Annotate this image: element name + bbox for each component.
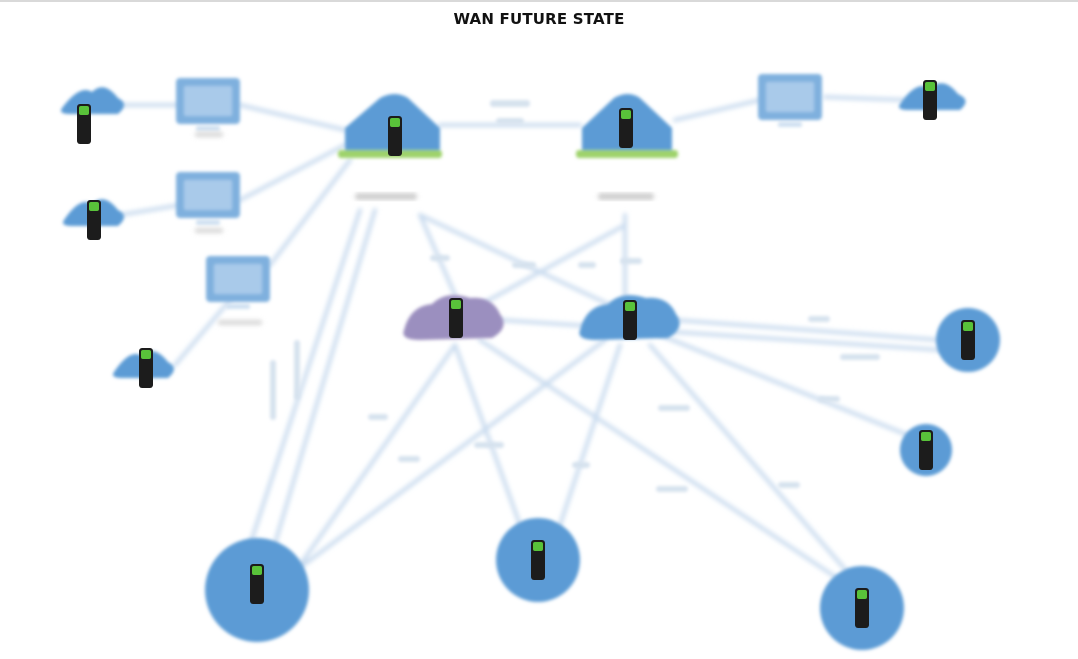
router-icon	[139, 348, 153, 388]
router-icon	[77, 104, 91, 144]
monitor-icon	[206, 256, 270, 309]
monitor-icon	[758, 74, 822, 127]
datacenter-icon	[388, 116, 402, 156]
link	[673, 318, 942, 342]
router-icon	[449, 298, 463, 338]
links	[118, 95, 942, 582]
site-label	[598, 193, 654, 200]
router-icon	[923, 80, 937, 120]
link	[498, 318, 942, 352]
link	[418, 213, 612, 307]
link	[238, 143, 347, 202]
link	[298, 343, 457, 567]
router-icon	[855, 588, 869, 628]
link	[243, 208, 362, 562]
link	[173, 298, 232, 367]
router-icon	[87, 200, 101, 240]
link	[268, 158, 352, 267]
link	[673, 98, 762, 122]
router-icon	[531, 540, 545, 580]
link	[118, 203, 182, 217]
diagram-title: WAN FUTURE STATE	[453, 10, 625, 28]
link	[238, 103, 347, 132]
top-divider	[0, 0, 1078, 2]
router-icon	[623, 300, 637, 340]
link	[648, 343, 852, 577]
link-labels	[270, 100, 880, 492]
link	[268, 208, 377, 562]
link	[288, 338, 607, 577]
cloud-tl-1	[61, 87, 124, 114]
link	[478, 223, 627, 307]
link	[478, 338, 842, 582]
monitor-icon	[176, 78, 240, 131]
router-icon	[250, 564, 264, 604]
site-label	[355, 193, 417, 200]
link	[823, 95, 907, 102]
link	[558, 343, 622, 527]
monitor-icon	[176, 172, 240, 225]
router-icon	[919, 430, 933, 470]
router-icon	[961, 320, 975, 360]
link	[658, 333, 922, 442]
link	[453, 343, 522, 527]
datacenter-icon	[619, 108, 633, 148]
